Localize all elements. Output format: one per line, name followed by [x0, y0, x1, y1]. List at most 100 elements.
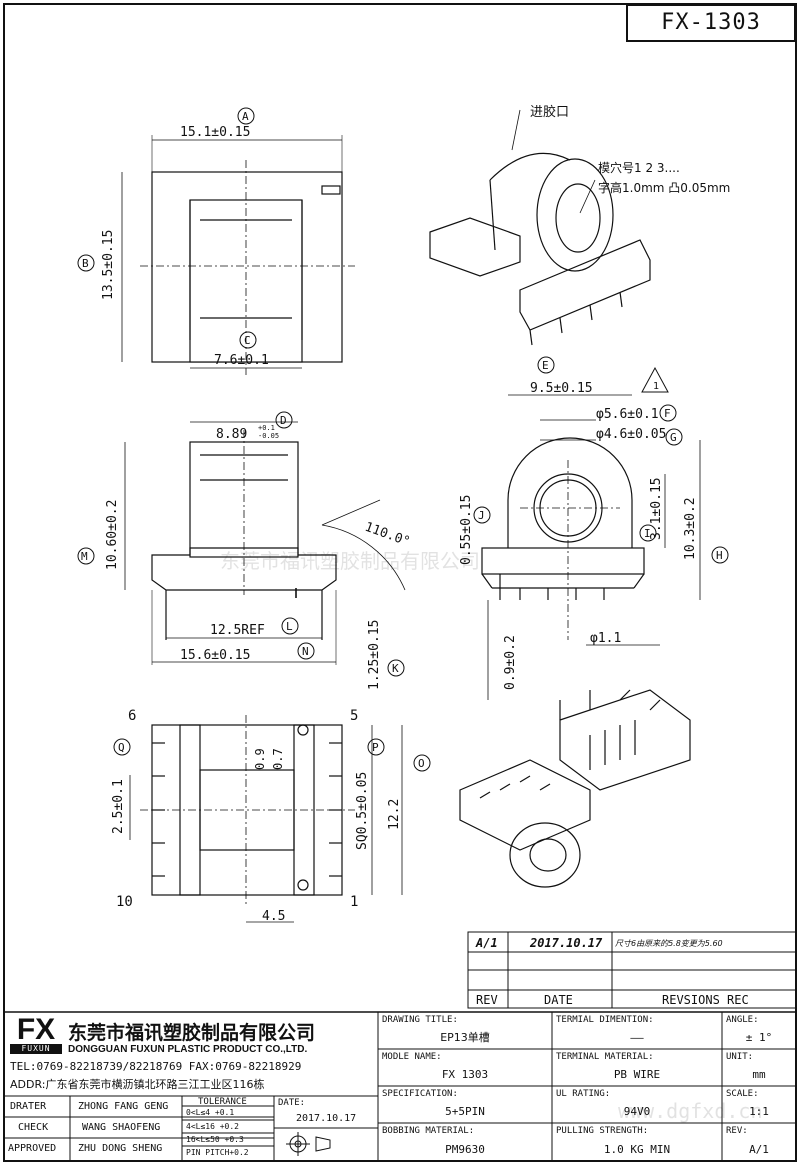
bubble-p: P [372, 741, 379, 754]
rev-header-rec: REVSIONS REC [662, 993, 749, 1007]
title-block-lines [4, 1011, 796, 1161]
pin-1-label: 1 [350, 894, 358, 910]
sheet-border [3, 3, 797, 1162]
dim-d-tol-dn: -0.05 [258, 432, 279, 440]
approved-label: APPROVED [8, 1143, 57, 1154]
unit: mm [752, 1068, 766, 1081]
spec-label: SPECIFICATION: [382, 1089, 458, 1099]
top-view [77, 107, 355, 375]
logo-fuxun: FUXUN [10, 1044, 62, 1054]
bubble-c: C [244, 334, 251, 347]
dim-p: SQ0.5±0.05 [355, 772, 370, 850]
scale: 1:1 [749, 1105, 769, 1118]
bubble-q: Q [118, 741, 125, 754]
pin-6-label: 6 [128, 708, 136, 724]
dim-d: 8.89 [216, 427, 247, 442]
tol-row-4: PIN PITCH+0.2 [186, 1148, 249, 1157]
part-number: FX-1303 [661, 10, 761, 35]
logo-fx: FX [16, 1013, 56, 1046]
iso-view-top [429, 109, 651, 346]
side-view [473, 356, 729, 700]
bottom-view [113, 715, 431, 923]
dim-09: 0.9 [253, 748, 267, 770]
dim-d-tol-up: +0.1 [258, 424, 275, 432]
bubble-h: H [716, 549, 723, 562]
drawing-title-label: DRAWING TITLE: [382, 1015, 458, 1025]
rev-label: REV: [726, 1126, 748, 1136]
date-value: 2017.10.17 [296, 1113, 357, 1124]
company-name-en: DONGGUAN FUXUN PLASTIC PRODUCT CO.,LTD. [68, 1044, 308, 1055]
dim-o: 12.2 [387, 799, 402, 830]
ul-label: UL RATING: [556, 1089, 611, 1099]
terminal-dim-label: TERMIAL DIMENTION: [556, 1015, 654, 1025]
bubble-m: M [81, 550, 88, 563]
drater-label: DRATER [10, 1101, 47, 1112]
bubble-n: N [302, 645, 309, 658]
tol-row-2: 4<L≤16 +0.2 [186, 1122, 239, 1131]
drater-name: ZHONG FANG GENG [78, 1101, 169, 1112]
svg-text:东莞市福讯塑胶制品有限公司: 东莞市福讯塑胶制品有限公司 [220, 549, 480, 573]
check-name: WANG SHAOFENG [82, 1122, 161, 1133]
dim-45: 4.5 [262, 909, 285, 924]
bubble-j: J [478, 509, 485, 522]
rev-row-1-rev: A/1 [475, 936, 498, 950]
dim-n: 15.6±0.15 [180, 648, 250, 663]
bobbin-material: PM9630 [445, 1143, 485, 1156]
terminal-mat-label: TERMINAL MATERIAL: [556, 1052, 654, 1062]
approved-name: ZHU DONG SHENG [78, 1143, 163, 1154]
rev-row-1-note: 尺寸6由原来的5.8变更为5.60 [615, 939, 723, 948]
pull-label: PULLING STRENGTH: [556, 1126, 649, 1136]
terminal-mat: PB WIRE [613, 1068, 661, 1081]
dim-l: 12.5REF [210, 623, 265, 638]
dim-c: 7.6±0.1 [214, 353, 269, 368]
tolerance-label: TOLERANCE [198, 1097, 247, 1107]
tol-row-3: 16<L≤50 +0.3 [186, 1135, 244, 1144]
cavity-label: 模穴号1 2 3.... [598, 160, 680, 175]
bubble-i: I [644, 527, 651, 540]
ul-rating: 94V0 [623, 1105, 651, 1118]
company-addr: ADDR:广东省东莞市横沥镇北环路三江工业区116栋 [10, 1078, 265, 1091]
company-logo: FX FUXUN [10, 1013, 62, 1054]
model-label: MODLE NAME: [382, 1052, 442, 1062]
svg-text:www.dgfxd.cn: www.dgfxd.cn [618, 1099, 763, 1123]
rev-header-date: DATE [544, 993, 573, 1007]
bubble-k: K [392, 662, 399, 675]
part-number-box: FX-1303 [626, 4, 796, 42]
dim-m: 10.60±0.2 [105, 500, 120, 570]
revision-table-lines [467, 931, 797, 1009]
drawing-title: EP13单槽 [440, 1031, 490, 1044]
dim-j: 0.55±0.15 [459, 495, 474, 565]
bubble-f: F [664, 407, 671, 420]
unit-label: UNIT: [726, 1052, 754, 1062]
rev-mark: 1 [653, 381, 659, 392]
char-height-label: 字高1.0mm 凸0.05mm [598, 180, 730, 195]
watermark: 东莞市福讯塑胶制品有限公司 www.dgfxd.cn [220, 549, 763, 1123]
iso-view-bottom [459, 689, 691, 888]
pin-10-label: 10 [116, 894, 133, 910]
dim-pin-dia: φ1.1 [590, 631, 621, 646]
bubble-b: B [82, 257, 89, 270]
dim-pin-len: 0.9±0.2 [503, 635, 518, 690]
pulling-strength: 1.0 KG MIN [603, 1143, 671, 1156]
rev-row-1-date: 2017.10.17 [529, 936, 603, 950]
front-view [77, 411, 406, 677]
tol-row-1: 0<L≤4 +0.1 [186, 1108, 235, 1117]
bubble-d: D [280, 414, 287, 427]
bobbin-label: BOBBING MATERIAL: [382, 1126, 475, 1136]
company-name-cn: 东莞市福讯塑胶制品有限公司 [68, 1022, 316, 1044]
dim-i: 3.1±0.15 [649, 477, 664, 540]
dim-07: 0.7 [271, 748, 285, 770]
terminal-dim: —— [630, 1031, 644, 1044]
dim-e: 9.5±0.15 [530, 381, 593, 396]
dim-a: 15.1±0.15 [180, 125, 250, 140]
bubble-e: E [542, 359, 549, 372]
rev-value: A/1 [749, 1143, 769, 1156]
dim-b: 13.5±0.15 [101, 230, 116, 300]
dim-f: φ5.6±0.1 [596, 407, 659, 422]
gate-label: 进胶口 [530, 104, 569, 120]
company-tel: TEL:0769-82218739/82218769 FAX:0769-8221… [10, 1060, 302, 1073]
date-label: DATE: [278, 1098, 306, 1108]
spec: 5+5PIN [445, 1105, 485, 1118]
dim-g: φ4.6±0.05 [596, 427, 666, 442]
